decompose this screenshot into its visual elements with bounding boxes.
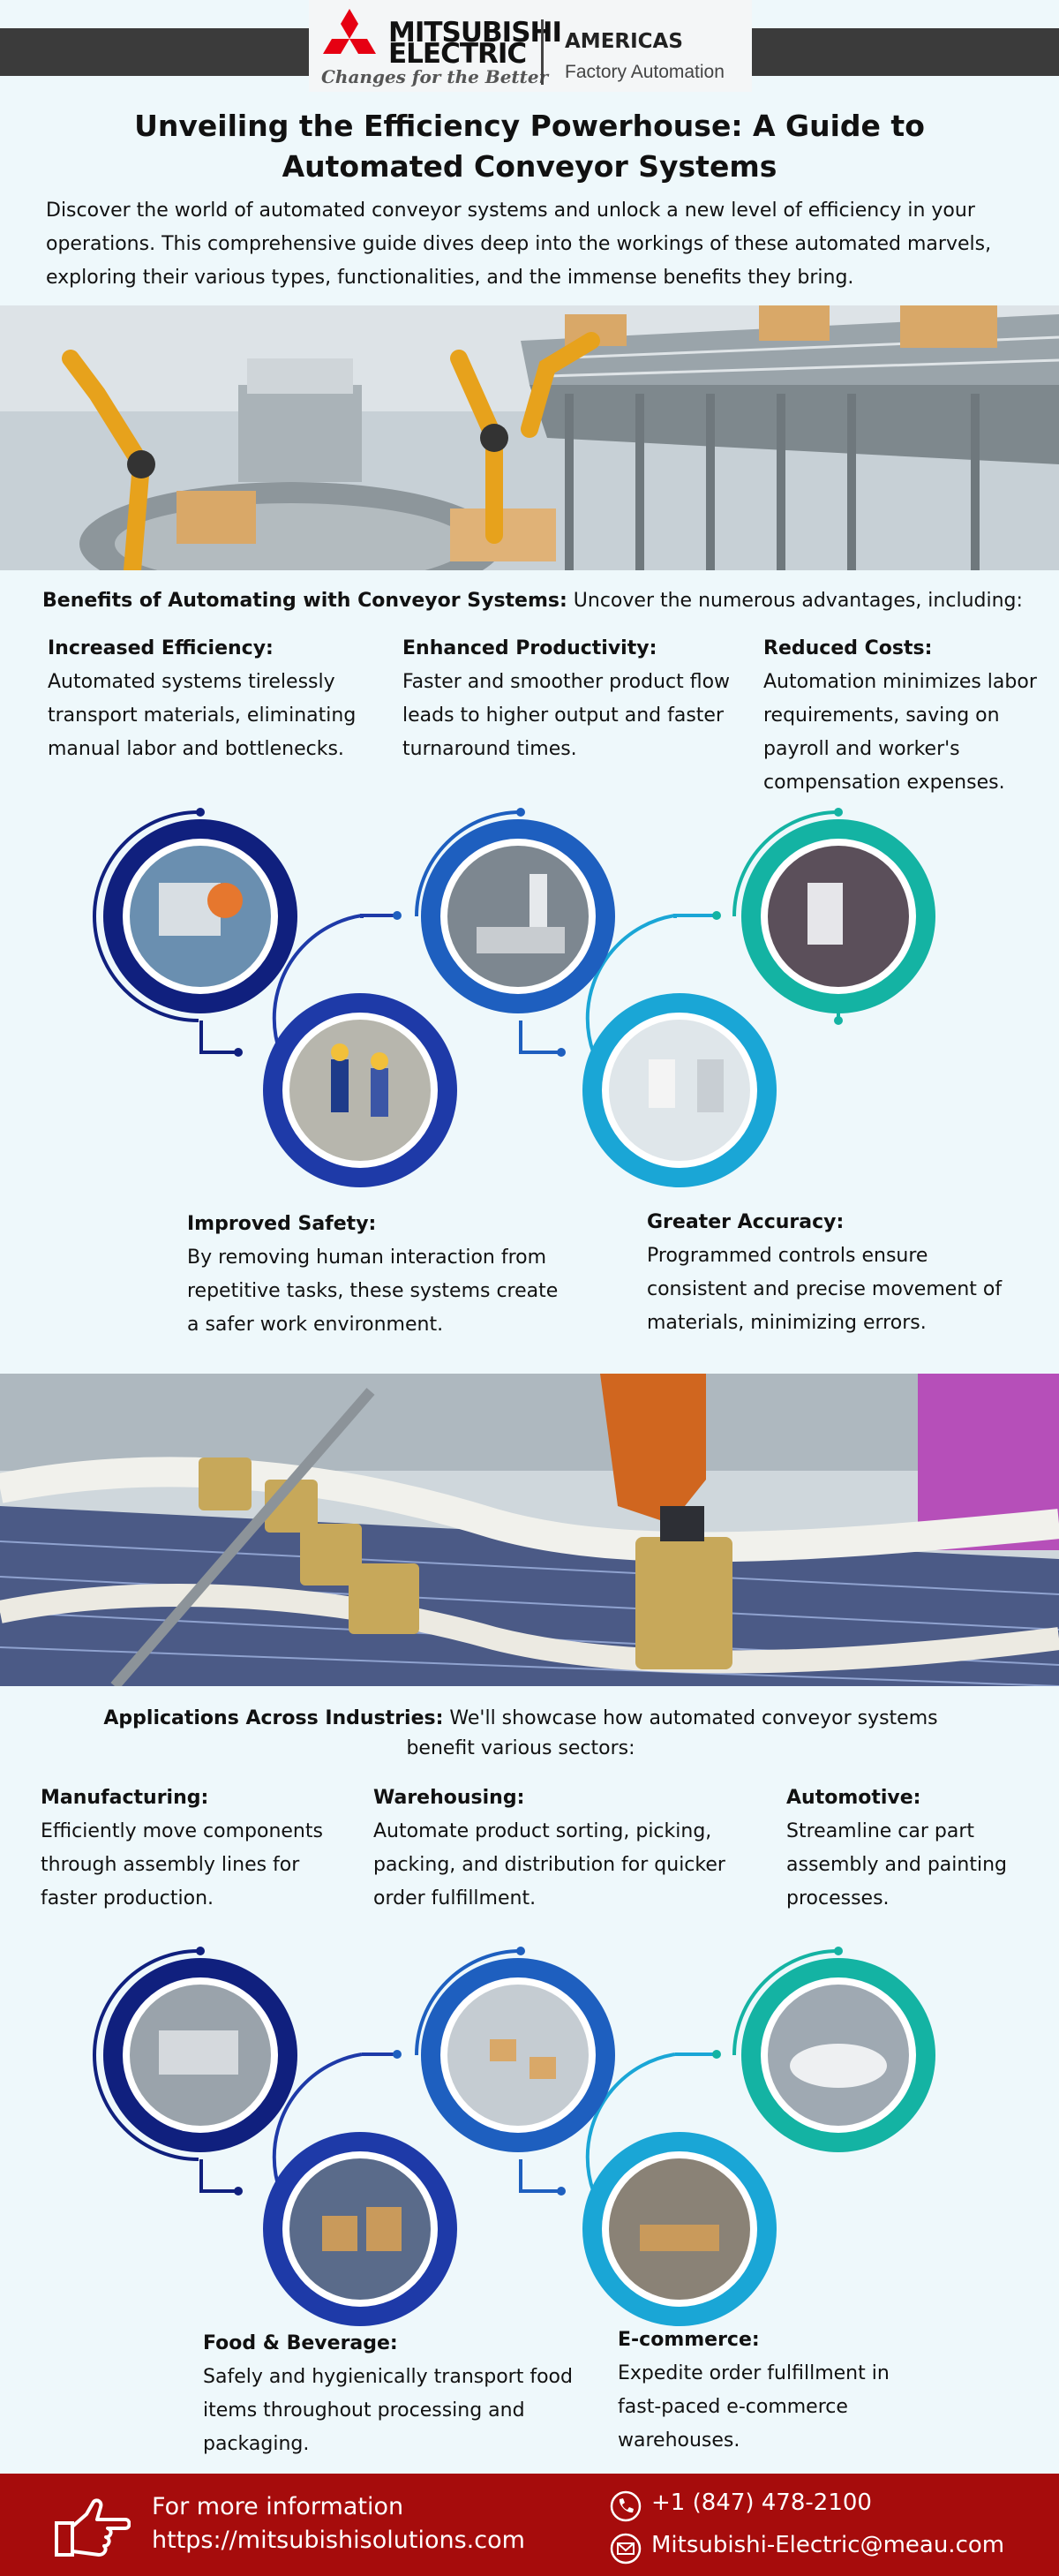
more-info-label: For more information xyxy=(152,2493,404,2520)
benefit-increased-efficiency: Increased Efficiency: Automated systems … xyxy=(48,632,383,766)
benefits-circle-graphic xyxy=(0,795,1059,1201)
phone-icon xyxy=(610,2490,642,2522)
footer: For more information https://mitsubishis… xyxy=(0,2474,1059,2576)
email-icon xyxy=(610,2533,642,2565)
benefit-title: Improved Safety: xyxy=(187,1213,377,1235)
application-text: Streamline car part assembly and paintin… xyxy=(786,1820,1007,1909)
benefit-improved-safety: Improved Safety: By removing human inter… xyxy=(187,1208,575,1342)
benefit-title: Enhanced Productivity: xyxy=(402,637,657,659)
benefit-text: Automated systems tirelessly transport m… xyxy=(48,671,357,760)
benefit-greater-accuracy: Greater Accuracy: Programmed controls en… xyxy=(647,1206,1026,1340)
benefit-circle-4 xyxy=(263,993,457,1187)
benefit-text: Programmed controls ensure consistent an… xyxy=(647,1245,1003,1334)
benefits-heading-bold: Benefits of Automating with Conveyor Sys… xyxy=(42,590,567,612)
benefit-enhanced-productivity: Enhanced Productivity: Faster and smooth… xyxy=(402,632,738,766)
logo-divider xyxy=(541,19,544,85)
application-text: Safely and hygienically transport food i… xyxy=(203,2366,573,2455)
application-title: Manufacturing: xyxy=(41,1787,209,1809)
mitsubishi-logo-icon xyxy=(323,9,376,54)
application-warehousing: Warehousing: Automate product sorting, p… xyxy=(373,1781,726,1916)
brand-line-2: ELECTRIC xyxy=(388,38,527,70)
benefits-heading: Benefits of Automating with Conveyor Sys… xyxy=(42,586,1031,616)
application-title: E-commerce: xyxy=(618,2329,760,2351)
benefit-circle-5 xyxy=(582,993,777,1187)
benefit-text: Automation minimizes labor requirements,… xyxy=(763,671,1037,794)
application-circle-1 xyxy=(103,1958,297,2152)
email-address[interactable]: Mitsubishi-Electric@meau.com xyxy=(651,2532,1005,2558)
application-title: Automotive: xyxy=(786,1787,921,1809)
application-ecommerce: E-commerce: Expedite order fulfillment i… xyxy=(618,2324,918,2458)
pointing-hand-icon xyxy=(55,2498,131,2557)
benefit-text: By removing human interaction from repet… xyxy=(187,1247,559,1336)
website-link[interactable]: https://mitsubishisolutions.com xyxy=(152,2527,525,2554)
brand-line-1: MITSUBISHI xyxy=(388,17,562,49)
application-circle-5 xyxy=(582,2132,777,2326)
applications-heading-bold: Applications Across Industries: xyxy=(103,1707,444,1729)
benefit-text: Faster and smoother product flow leads t… xyxy=(402,671,731,760)
factory-conveyor-photo xyxy=(0,305,1059,570)
application-food-beverage: Food & Beverage: Safely and hygienically… xyxy=(203,2327,574,2461)
applications-heading: Applications Across Industries: We'll sh… xyxy=(88,1704,953,1764)
application-title: Warehousing: xyxy=(373,1787,525,1809)
division-label: Factory Automation xyxy=(565,62,725,82)
benefit-reduced-costs: Reduced Costs: Automation minimizes labo… xyxy=(763,632,1050,800)
intro-paragraph: Discover the world of automated conveyor… xyxy=(46,200,992,289)
application-circle-2 xyxy=(421,1958,615,2152)
application-automotive: Automotive: Streamline car part assembly… xyxy=(786,1781,1042,1916)
benefit-circle-3 xyxy=(741,819,935,1013)
application-title: Food & Beverage: xyxy=(203,2332,398,2354)
benefit-title: Greater Accuracy: xyxy=(647,1211,845,1233)
benefit-circle-1 xyxy=(103,819,297,1013)
applications-circle-graphic xyxy=(0,1933,1059,2339)
benefit-title: Reduced Costs: xyxy=(763,637,933,659)
brand-tagline: Changes for the Better xyxy=(321,66,549,87)
application-text: Efficiently move components through asse… xyxy=(41,1820,323,1909)
application-circle-3 xyxy=(741,1958,935,2152)
application-circle-4 xyxy=(263,2132,457,2326)
application-text: Automate product sorting, picking, packi… xyxy=(373,1820,725,1909)
application-manufacturing: Manufacturing: Efficiently move componen… xyxy=(41,1781,345,1916)
logo-panel: MITSUBISHI ELECTRIC Changes for the Bett… xyxy=(309,0,752,92)
benefit-title: Increased Efficiency: xyxy=(48,637,274,659)
region-label: AMERICAS xyxy=(565,30,683,53)
page-title: Unveiling the Efficiency Powerhouse: A G… xyxy=(134,109,925,184)
application-text: Expedite order fulfillment in fast-paced… xyxy=(618,2362,890,2452)
cans-conveyor-photo xyxy=(0,1374,1059,1686)
benefits-heading-rest: Uncover the numerous advantages, includi… xyxy=(567,590,1023,612)
benefit-circle-2 xyxy=(421,819,615,1013)
phone-number[interactable]: +1 (847) 478-2100 xyxy=(651,2489,872,2516)
applications-heading-rest: We'll showcase how automated conveyor sy… xyxy=(406,1707,938,1759)
